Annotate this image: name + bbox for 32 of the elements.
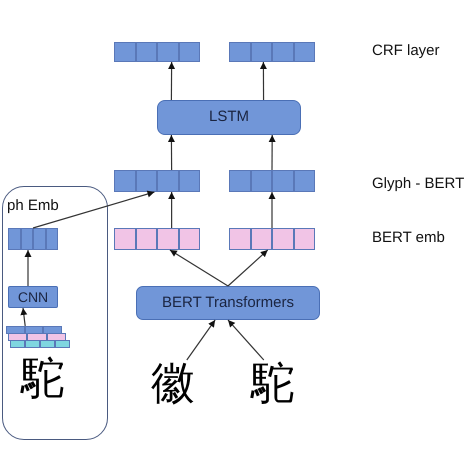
vector-bar — [229, 170, 315, 192]
panel-heading: ph Emb — [7, 196, 59, 216]
process-box: CNN — [8, 286, 58, 308]
arrow — [170, 250, 228, 286]
glyph-panel — [2, 186, 108, 440]
layer-label: Glyph - BERT — [372, 174, 464, 194]
arrow — [24, 250, 32, 286]
vector-bar — [114, 170, 200, 192]
vector-bar — [229, 42, 315, 62]
arrow — [168, 62, 176, 100]
layer-label: BERT emb — [372, 228, 445, 248]
chinese-character: 徽 — [150, 360, 196, 408]
arrow — [228, 320, 264, 360]
arrow — [168, 135, 175, 170]
process-box: LSTM — [157, 100, 301, 135]
process-box: BERT Transformers — [136, 286, 320, 320]
vector-bar — [114, 228, 200, 250]
embedding-stack-drawing — [6, 326, 70, 348]
layer-label: CRF layer — [372, 41, 440, 61]
vector-bar — [114, 42, 200, 62]
arrow — [168, 192, 176, 228]
vector-bar — [229, 228, 315, 250]
arrow — [20, 308, 28, 326]
arrow — [268, 135, 276, 170]
chinese-character: 駝 — [250, 360, 296, 408]
arrow — [228, 250, 268, 286]
arrow — [268, 192, 276, 228]
arrow — [260, 62, 267, 100]
chinese-character: 駝 — [8, 350, 78, 408]
vector-bar — [8, 228, 58, 250]
arrow — [186, 320, 216, 360]
arrow — [32, 190, 155, 229]
